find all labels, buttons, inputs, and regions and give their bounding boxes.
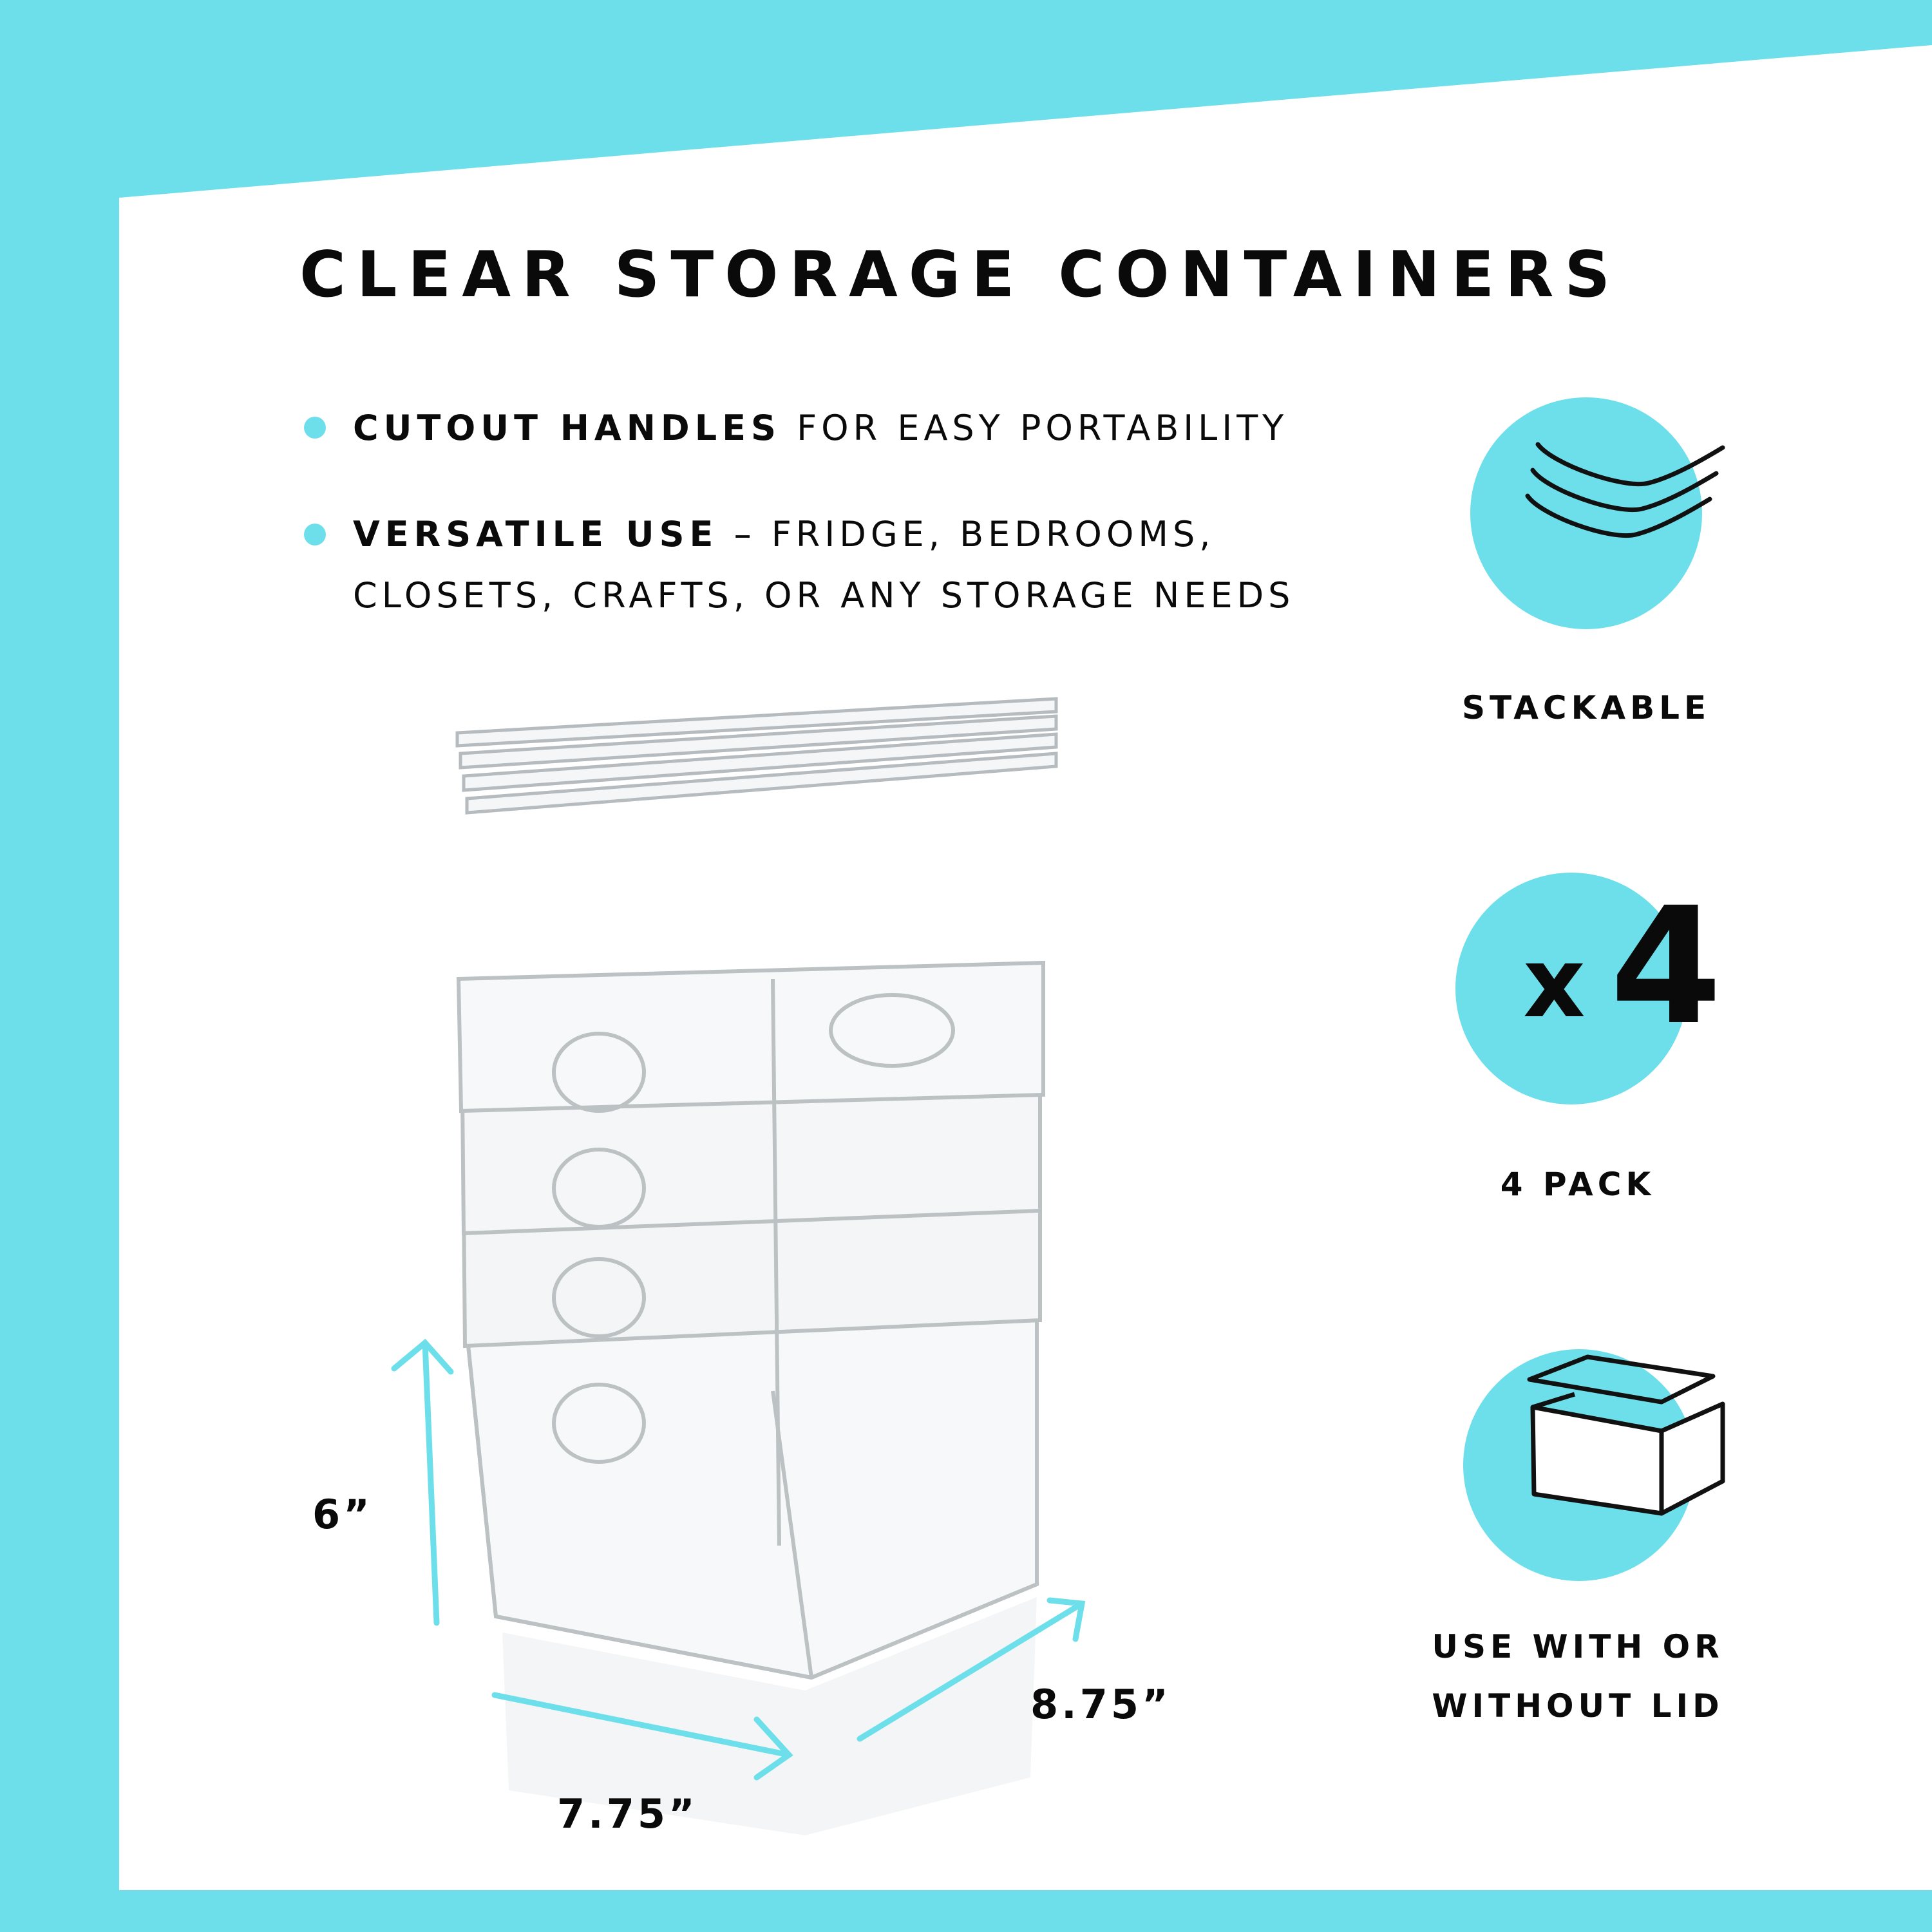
- width-dimension: 7.75”: [557, 1790, 698, 1837]
- bullet-dot: [304, 524, 326, 545]
- pack-badge-number: 4: [1610, 873, 1722, 1060]
- box-with-lid-icon: [1527, 1354, 1725, 1516]
- bin-reflection: [502, 1597, 1037, 1835]
- bullet-bold: CUTOUT HANDLES: [353, 408, 781, 448]
- stacked-lids: [455, 697, 1058, 815]
- pack-circle: [1455, 873, 1687, 1104]
- stacked-bins: [456, 960, 1045, 1680]
- lid-label-line2: WITHOUT LID: [1432, 1687, 1724, 1725]
- stackable-label: STACKABLE: [1462, 689, 1711, 726]
- left-border: [0, 0, 119, 1932]
- bullet-versatile: VERSATILE USE – FRIDGE, BEDROOMS,: [353, 514, 1215, 554]
- height-dimension: 6”: [312, 1491, 373, 1538]
- bullet-text: – FRIDGE, BEDROOMS,: [734, 514, 1215, 554]
- bullet-bold: VERSATILE USE: [353, 514, 719, 554]
- bullet-portability: CUTOUT HANDLES FOR EASY PORTABILITY: [353, 408, 1288, 448]
- pack-label: 4 PACK: [1500, 1166, 1656, 1203]
- bullet-text: FOR EASY PORTABILITY: [797, 408, 1289, 448]
- pack-badge-x: x: [1523, 927, 1586, 1039]
- bullet-dot: [304, 417, 326, 439]
- bullet-versatile-line2: CLOSETS, CRAFTS, OR ANY STORAGE NEEDS: [353, 575, 1295, 616]
- bottom-border: [0, 1890, 1932, 1932]
- lid-label-line1: USE WITH OR: [1432, 1628, 1724, 1665]
- stackable-circle: [1470, 397, 1702, 629]
- dimension-arrows: [391, 1338, 1086, 1781]
- depth-dimension: 8.75”: [1030, 1681, 1171, 1728]
- page-title: CLEAR STORAGE CONTAINERS: [299, 238, 1622, 312]
- stacked-lids-icon: [1525, 442, 1725, 538]
- top-banner: [0, 0, 1932, 206]
